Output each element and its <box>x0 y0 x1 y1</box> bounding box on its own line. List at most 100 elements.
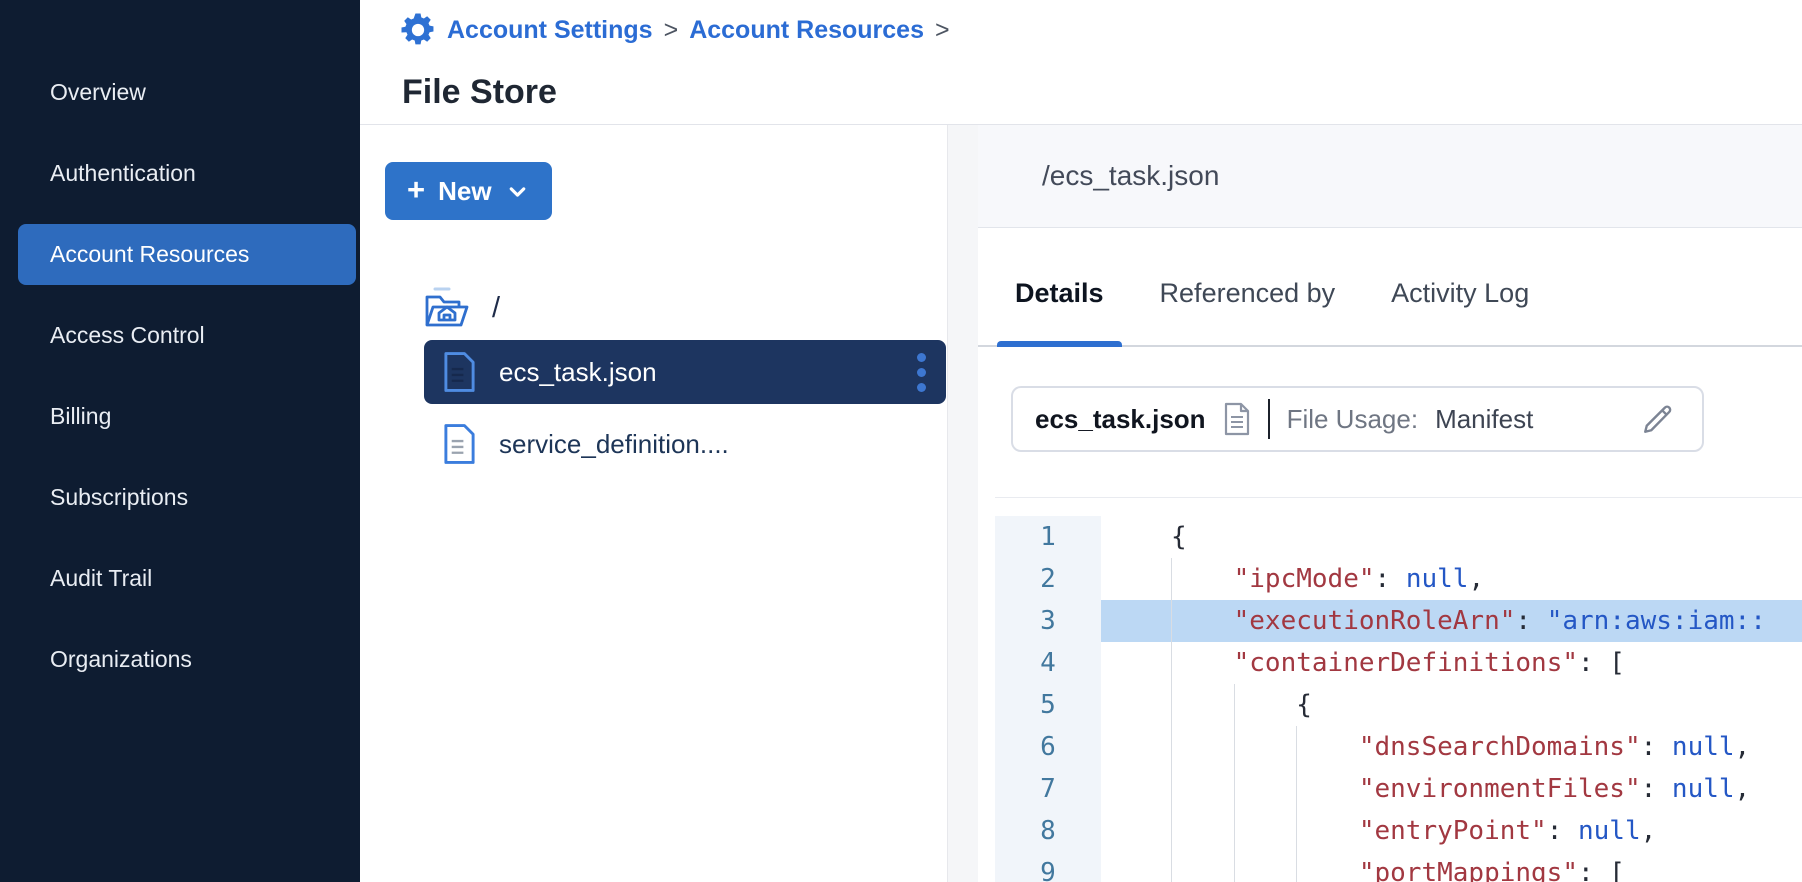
vertical-divider <box>1268 399 1270 439</box>
page-header: Account Settings > Account Resources > File… <box>360 0 1802 125</box>
page-title: File Store <box>402 73 557 112</box>
code-text: { <box>1101 684 1802 726</box>
sidebar-item-audit-trail[interactable]: Audit Trail <box>18 548 356 609</box>
tab-details[interactable]: Details <box>1011 241 1108 345</box>
breadcrumb-separator: > <box>664 16 679 45</box>
indent-guide <box>1171 726 1172 768</box>
code-line-4[interactable]: 4 "containerDefinitions": [ <box>995 642 1802 684</box>
sidebar-item-organizations[interactable]: Organizations <box>18 629 356 690</box>
code-token: "environmentFiles" <box>1359 774 1641 804</box>
file-list: ecs_task.json service_definition.... <box>424 340 946 476</box>
code-token: null <box>1672 732 1735 762</box>
file-details-panel: /ecs_task.json Details Referenced by Activ… <box>978 125 1802 882</box>
code-token: : <box>1641 774 1672 804</box>
code-token: , <box>1735 732 1751 762</box>
code-token: : <box>1375 564 1406 594</box>
code-line-3[interactable]: 3 "executionRoleArn": "arn:aws:iam:: <box>995 600 1802 642</box>
sidebar-nav: OverviewAuthenticationAccount ResourcesA… <box>0 0 360 690</box>
breadcrumb-link-account-settings[interactable]: Account Settings <box>447 16 653 45</box>
code-token: , <box>1468 564 1484 594</box>
root-folder-row[interactable]: / <box>422 285 500 331</box>
chevron-down-icon <box>505 179 530 204</box>
plus-icon: + <box>407 174 425 205</box>
code-text: "environmentFiles": null, <box>1101 768 1802 810</box>
file-icon <box>442 351 477 393</box>
code-text: "dnsSearchDomains": null, <box>1101 726 1802 768</box>
sidebar-item-overview[interactable]: Overview <box>18 62 356 123</box>
code-line-6[interactable]: 6 "dnsSearchDomains": null, <box>995 726 1802 768</box>
file-name: service_definition.... <box>499 429 729 460</box>
sidebar: OverviewAuthenticationAccount ResourcesA… <box>0 0 360 882</box>
code-line-7[interactable]: 7 "environmentFiles": null, <box>995 768 1802 810</box>
indent-guide <box>1296 852 1297 882</box>
sidebar-item-billing[interactable]: Billing <box>18 386 356 447</box>
file-info-box: ecs_task.json File Usage: Manifest <box>1011 386 1704 452</box>
code-token: null <box>1578 816 1641 846</box>
code-line-9[interactable]: 9 "portMappings": [ <box>995 852 1802 882</box>
gear-icon <box>400 12 436 48</box>
code-token: : <box>1547 816 1578 846</box>
new-button[interactable]: + New <box>385 162 552 220</box>
file-row-ecs-task-json[interactable]: ecs_task.json <box>424 340 946 404</box>
code-token: null <box>1672 774 1735 804</box>
home-folder-icon <box>422 285 470 331</box>
code-token: "portMappings" <box>1359 858 1578 882</box>
document-icon <box>1223 402 1251 436</box>
code-line-5[interactable]: 5 { <box>995 684 1802 726</box>
indent-guide <box>1234 684 1235 726</box>
file-row-service-definition[interactable]: service_definition.... <box>424 412 946 476</box>
kebab-menu-icon[interactable] <box>911 347 932 398</box>
code-line-8[interactable]: 8 "entryPoint": null, <box>995 810 1802 852</box>
indent-guide <box>1234 726 1235 768</box>
code-line-1[interactable]: 1{ <box>995 516 1802 558</box>
edit-usage-button[interactable] <box>1640 401 1676 437</box>
code-token: "containerDefinitions" <box>1234 648 1578 678</box>
code-text: "ipcMode": null, <box>1101 558 1802 600</box>
breadcrumb-separator: > <box>935 16 950 45</box>
sidebar-item-subscriptions[interactable]: Subscriptions <box>18 467 356 528</box>
code-token: : <box>1641 732 1672 762</box>
indent-guide <box>1296 768 1297 810</box>
code-token: { <box>1296 690 1312 720</box>
tab-referenced-by[interactable]: Referenced by <box>1156 241 1340 345</box>
code-text: "portMappings": [ <box>1101 852 1802 882</box>
line-number: 9 <box>995 852 1101 882</box>
code-token: "entryPoint" <box>1359 816 1547 846</box>
file-info-name: ecs_task.json <box>1035 404 1206 435</box>
code-token: : [ <box>1578 648 1625 678</box>
sidebar-item-authentication[interactable]: Authentication <box>18 143 356 204</box>
indent-guide <box>1171 684 1172 726</box>
details-tabs: Details Referenced by Activity Log <box>978 227 1802 347</box>
root-folder-label: / <box>492 292 500 325</box>
indent-guide <box>1171 558 1172 600</box>
line-number: 5 <box>995 684 1101 726</box>
code-token: : <box>1515 606 1546 636</box>
code-text: "entryPoint": null, <box>1101 810 1802 852</box>
line-number: 3 <box>995 600 1101 642</box>
code-token: , <box>1735 774 1751 804</box>
indent-guide <box>1171 852 1172 882</box>
file-usage-label: File Usage: <box>1287 404 1419 435</box>
breadcrumb-link-account-resources[interactable]: Account Resources <box>689 16 924 45</box>
indent-guide <box>1171 768 1172 810</box>
sidebar-item-access-control[interactable]: Access Control <box>18 305 356 366</box>
code-line-2[interactable]: 2 "ipcMode": null, <box>995 558 1802 600</box>
indent-guide <box>1296 810 1297 852</box>
new-button-label: New <box>438 176 491 207</box>
file-store-panel: + New / <box>360 125 947 882</box>
indent-guide <box>1234 852 1235 882</box>
indent-guide <box>1171 642 1172 684</box>
panel-splitter[interactable] <box>947 125 979 882</box>
code-text: { <box>1101 516 1802 558</box>
indent-guide <box>1171 600 1172 642</box>
file-path-header: /ecs_task.json <box>978 125 1802 228</box>
line-number: 1 <box>995 516 1101 558</box>
sidebar-item-account-resources[interactable]: Account Resources <box>18 224 356 285</box>
breadcrumb-links: Account Settings > Account Resources > <box>447 16 950 45</box>
code-viewer: 1{2 "ipcMode": null,3 "executionRoleArn"… <box>995 497 1802 882</box>
line-number: 4 <box>995 642 1101 684</box>
tab-activity-log[interactable]: Activity Log <box>1387 241 1533 345</box>
code-text: "executionRoleArn": "arn:aws:iam:: <box>1101 600 1802 642</box>
code-token: "executionRoleArn" <box>1234 606 1516 636</box>
code-token: { <box>1171 522 1187 552</box>
